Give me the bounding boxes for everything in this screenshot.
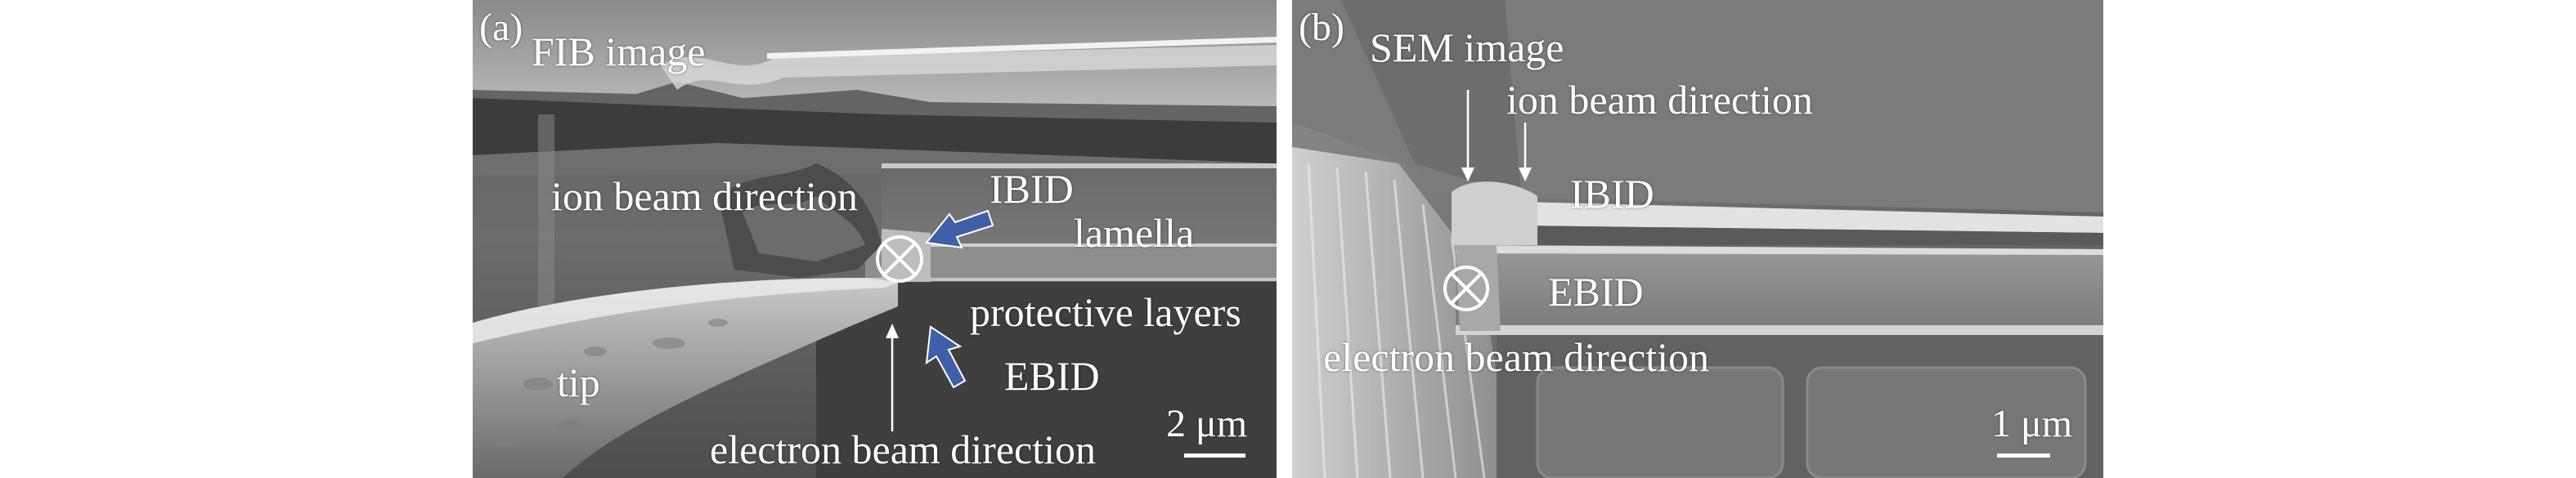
panel-a-letter: (a)	[479, 6, 523, 49]
panel-b-ion-beam-direction: ion beam direction	[1506, 77, 1813, 123]
panel-a-electron-beam-direction: electron beam direction	[710, 427, 1096, 472]
panel-b-annotations	[1443, 90, 1532, 311]
ion-beam-direction-symbol	[876, 235, 923, 283]
ion-beam-arrow-1	[1461, 90, 1474, 181]
ibid-arrow	[925, 209, 994, 249]
panel-a-scale-label: 2 μm	[1166, 402, 1248, 445]
ebid-arrow	[925, 325, 967, 389]
panel-a-scale-bar	[1184, 453, 1245, 458]
panel-b-electron-beam-direction: electron beam direction	[1323, 334, 1709, 380]
panel-a-lamella: lamella	[1074, 210, 1195, 256]
panel-a-title: FIB image	[532, 29, 706, 74]
panel-b-letter: (b)	[1299, 6, 1344, 49]
protective-layers-band	[865, 245, 1277, 278]
panel-b-ibid: IBID	[1570, 171, 1654, 217]
panel-b-scale-bar	[1997, 453, 2050, 458]
panel-b-title: SEM image	[1370, 25, 1564, 70]
panel-a-tip: tip	[557, 360, 600, 405]
electron-beam-direction-symbol	[1443, 266, 1489, 311]
panel-a-ibid: IBID	[990, 166, 1074, 212]
electron-beam-arrow	[886, 324, 899, 431]
sem-micrograph	[1292, 0, 2103, 478]
trench-wall	[1292, 147, 1513, 478]
panel-a-protective-layers: protective layers	[970, 289, 1241, 335]
panel-b-scale-label: 1 μm	[1991, 402, 2073, 445]
panel-a-fib-image: (a) FIB image ion beam direction IBID la…	[473, 0, 1277, 478]
panel-a-ebid: EBID	[1004, 353, 1100, 399]
panel-a-ion-beam-direction: ion beam direction	[551, 173, 858, 219]
panel-b-sem-image: (b) SEM image ion beam direction IBID EB…	[1292, 0, 2103, 478]
panel-a-annotations	[876, 209, 994, 431]
ion-beam-arrow-2	[1519, 123, 1532, 181]
ibid-layer	[1456, 200, 2103, 233]
ebid-layer	[1456, 245, 2103, 331]
panel-b-ebid: EBID	[1548, 269, 1644, 315]
